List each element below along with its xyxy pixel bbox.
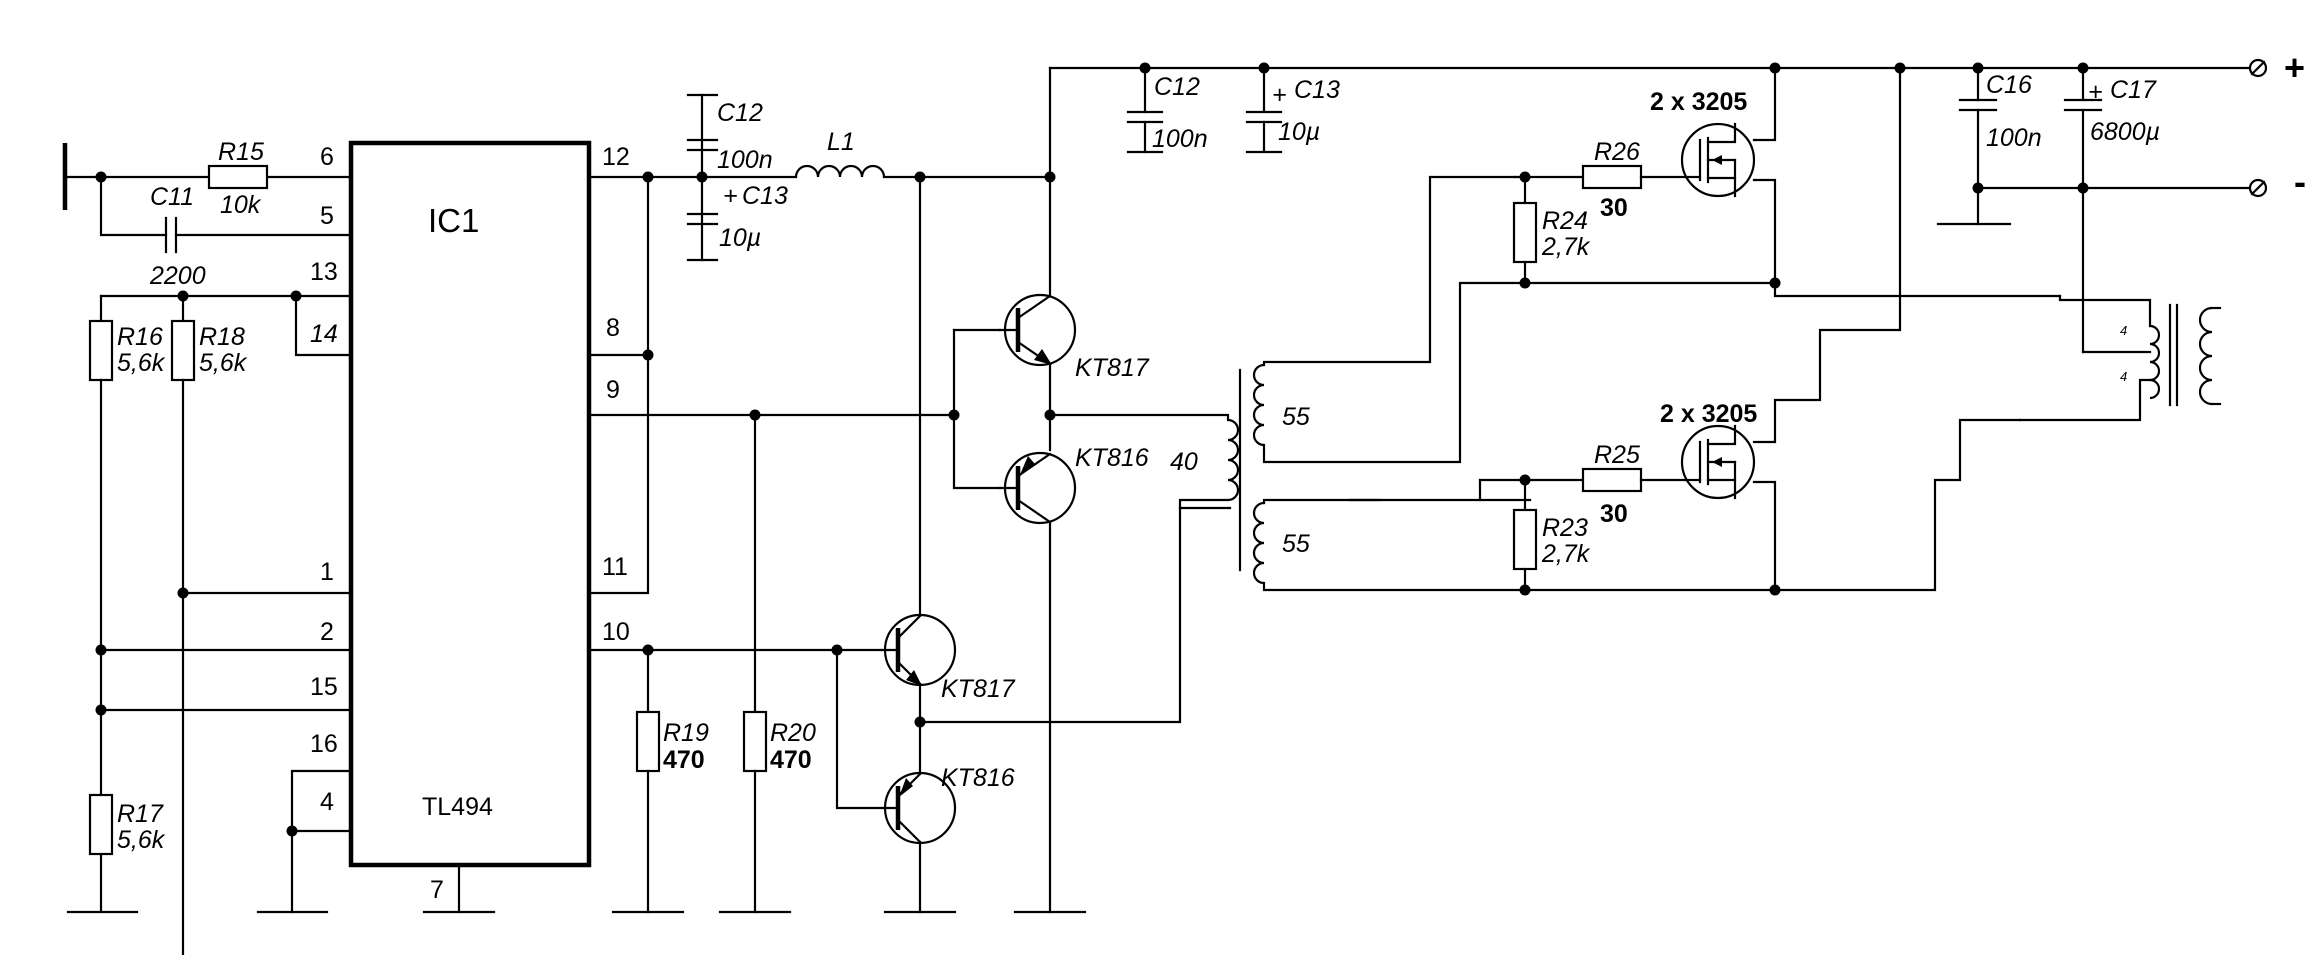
pin-5: 5 <box>320 202 334 230</box>
l1-inductor <box>794 164 886 178</box>
t1-secondary-bottom <box>1252 501 1265 585</box>
pin-7: 7 <box>430 876 444 904</box>
pin-8: 8 <box>606 314 620 342</box>
c11-ref: C11 <box>150 183 194 211</box>
r16-ref: R16 <box>117 323 163 351</box>
pin-11: 11 <box>602 553 628 581</box>
supply-decoupling: C12 100n + C13 10µ <box>1126 62 1340 154</box>
r19-value: 470 <box>663 746 705 774</box>
t1-primary <box>1227 418 1240 502</box>
r25-ref: R25 <box>1594 441 1640 469</box>
r20-resistor <box>742 710 768 773</box>
c11-value: 2200 <box>149 262 206 290</box>
ic1-part: TL494 <box>422 793 493 821</box>
c17-ref: C17 <box>2110 76 2157 104</box>
pin-12: 12 <box>602 143 630 171</box>
r24-resistor <box>1512 201 1538 264</box>
r23-ref: R23 <box>1542 514 1588 542</box>
pin-6: 6 <box>320 143 334 171</box>
pin-15: 15 <box>310 673 338 701</box>
r18-resistor <box>170 319 196 382</box>
r19-resistor <box>635 710 661 773</box>
r19-ref: R19 <box>663 719 709 747</box>
output-filter: C16 100n + C17 6800µ + - 4 4 <box>1936 47 2306 422</box>
r26-ref: R26 <box>1594 138 1640 166</box>
t2-winding-b: 4 <box>2120 369 2127 384</box>
c12b-ref: C12 <box>1154 73 1200 101</box>
r17-ref: R17 <box>117 800 164 828</box>
r25-resistor <box>1581 467 1643 493</box>
r15-ref: R15 <box>218 138 264 166</box>
c12b-value: 100n <box>1152 125 1208 153</box>
r26-resistor <box>1581 164 1643 190</box>
r18-value: 5,6k <box>199 349 248 377</box>
r25-value: 30 <box>1600 500 1628 528</box>
terminal-minus-label: - <box>2294 161 2306 202</box>
r17-value: 5,6k <box>117 826 166 854</box>
t1-secondary-top <box>1252 363 1265 447</box>
r16-resistor <box>88 319 114 382</box>
r23-resistor <box>1512 508 1538 571</box>
ic1-output-network: C12 100n + C13 10µ L1 R19 470 R20 470 <box>587 93 1052 914</box>
q4-ref: KT816 <box>941 764 1015 792</box>
c13a-ref: C13 <box>742 182 788 210</box>
m2-ref: 2 x 3205 <box>1660 400 1757 428</box>
pin-1: 1 <box>320 558 334 586</box>
c12a-ref: C12 <box>717 99 763 127</box>
t1-sec-top-turns: 55 <box>1282 403 1310 431</box>
r26-value: 30 <box>1600 194 1628 222</box>
c13b-sign: + <box>1272 81 1287 109</box>
c17-sign: + <box>2088 78 2103 106</box>
c17-value: 6800µ <box>2090 118 2160 146</box>
c16-ref: C16 <box>1986 71 2032 99</box>
ic1-input-network: R15 10k C11 2200 R16 5,6k R18 5,6k <box>62 138 496 955</box>
q2-ref: KT816 <box>1075 444 1149 472</box>
r23-value: 2,7k <box>1541 540 1591 568</box>
t2-secondary <box>2198 306 2213 406</box>
r17-resistor <box>88 793 114 856</box>
r15-value: 10k <box>220 191 262 219</box>
r24-ref: R24 <box>1542 207 1588 235</box>
pin-4: 4 <box>320 788 334 816</box>
m1-ref: 2 x 3205 <box>1650 88 1747 116</box>
c12a-value: 100n <box>717 146 773 174</box>
l1-ref: L1 <box>827 128 855 156</box>
pin-9: 9 <box>606 376 620 404</box>
ic1-body <box>348 140 592 868</box>
ic1-ref: IC1 <box>428 202 479 239</box>
q1-ref: KT817 <box>1075 354 1150 382</box>
c16-value: 100n <box>1986 124 2042 152</box>
r15-resistor <box>207 164 269 190</box>
r20-ref: R20 <box>770 719 816 747</box>
r16-value: 5,6k <box>117 349 166 377</box>
mosfet-stage-bottom: R25 30 R23 2,7k 2 x 3205 <box>1478 62 2022 596</box>
pin-16: 16 <box>310 730 338 758</box>
t1-primary-turns: 40 <box>1170 448 1198 476</box>
c13b-value: 10µ <box>1278 118 1320 146</box>
pin-14: 14 <box>310 320 338 348</box>
drive-transformer: 40 55 55 <box>1170 175 1532 592</box>
c13b-ref: C13 <box>1294 76 1340 104</box>
lower-driver-pair: KT817 KT816 <box>835 175 1232 914</box>
q3-ref: KT817 <box>941 675 1016 703</box>
pin-2: 2 <box>320 618 334 646</box>
ic1-tl494: IC1 TL494 6 5 13 14 1 2 15 16 4 12 8 9 1… <box>310 140 630 904</box>
pin-13: 13 <box>310 258 338 286</box>
t1-sec-bottom-turns: 55 <box>1282 530 1310 558</box>
upper-driver-pair: KT817 KT816 <box>952 66 2252 914</box>
r20-value: 470 <box>770 746 812 774</box>
r24-value: 2,7k <box>1541 233 1591 261</box>
r18-ref: R18 <box>199 323 245 351</box>
mosfet-stage-top: R26 30 R24 2,7k 2 x 3205 <box>1512 62 2062 298</box>
c13a-value: 10µ <box>719 224 761 252</box>
terminal-plus-label: + <box>2284 47 2305 88</box>
c13a-sign: + <box>723 182 738 210</box>
pin-10: 10 <box>602 618 630 646</box>
t2-winding-a: 4 <box>2120 323 2127 338</box>
